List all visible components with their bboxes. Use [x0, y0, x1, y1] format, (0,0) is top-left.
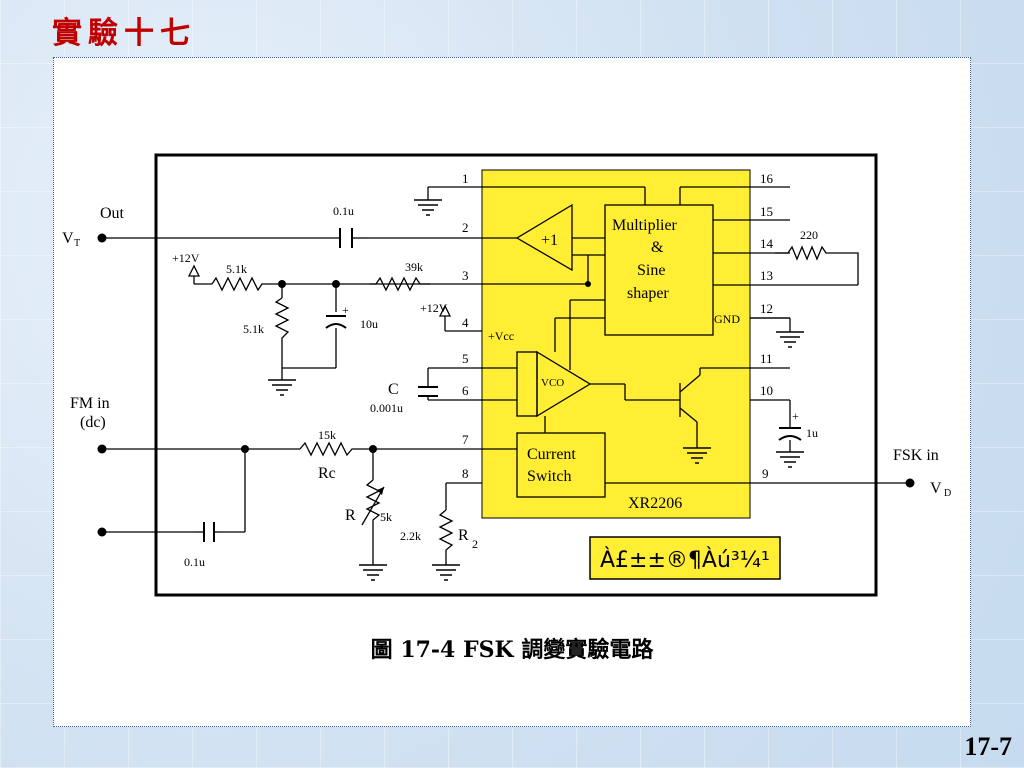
- multiplier-label-2: &: [651, 239, 664, 256]
- r-39k-label: 39k: [405, 260, 423, 274]
- pin-3: 3: [462, 268, 469, 283]
- ground-pin12: [776, 331, 804, 348]
- c-10u-label: 10u: [360, 317, 378, 331]
- c-timing-label: C: [388, 381, 399, 398]
- fm-dc-label: (dc): [80, 414, 106, 431]
- vco-label: VCO: [541, 377, 564, 389]
- r-51k-b-label: 5.1k: [243, 322, 264, 336]
- slide-title: 實驗十七: [52, 16, 196, 51]
- multiplier-label-3: Sine: [637, 262, 665, 279]
- r-15k-label: 15k: [318, 428, 336, 442]
- buffer-label: +1: [541, 232, 558, 249]
- pin-13: 13: [760, 268, 773, 283]
- pin-2: 2: [462, 220, 469, 235]
- pin-6: 6: [462, 383, 469, 398]
- figure-caption: 圖 17-4 FSK 調變實驗電路: [370, 637, 654, 663]
- ground-pot: [359, 564, 387, 581]
- vcc-label: +Vcc: [488, 329, 514, 343]
- current-switch-label-1: Current: [527, 446, 576, 463]
- ground-divider: [268, 379, 296, 396]
- c-out-label: 0.1u: [333, 204, 354, 218]
- multiplier-label-4: shaper: [627, 285, 669, 302]
- r2-label: R: [458, 527, 469, 544]
- fsk-in-label: FSK in: [893, 447, 939, 464]
- page-number: 17-7: [964, 732, 1012, 761]
- pin-10: 10: [760, 383, 773, 398]
- gnd-label: GND: [714, 312, 740, 326]
- ground-pin10: [776, 451, 804, 468]
- garbled-label: À£±±®¶Àú³¼¹: [600, 547, 770, 573]
- pin-12: 12: [760, 301, 773, 316]
- r2-subscript: 2: [472, 537, 478, 551]
- pin-11: 11: [760, 351, 773, 366]
- pin-7: 7: [462, 432, 469, 447]
- pin-15: 15: [760, 204, 773, 219]
- c-1u-label: 1u: [806, 426, 818, 440]
- vt-subscript: T: [74, 238, 80, 249]
- plus-sign-10u: +: [342, 303, 349, 317]
- vd-label: V: [930, 480, 942, 497]
- r-5k-label: 5k: [380, 510, 392, 524]
- r-pot-label: R: [345, 507, 356, 524]
- pin-16: 16: [760, 171, 774, 186]
- r-220-label: 220: [800, 228, 818, 242]
- pin-4: 4: [462, 315, 469, 330]
- chip-name: XR2206: [628, 495, 682, 512]
- plus12-b-label: +12V: [420, 301, 448, 315]
- ground-transistor: [683, 447, 711, 464]
- vd-subscript: D: [944, 488, 951, 499]
- vt-label: V: [62, 230, 74, 247]
- out-label: Out: [100, 205, 125, 222]
- c-timing-value: 0.001u: [370, 401, 403, 415]
- plus12-a-label: +12V: [172, 251, 200, 265]
- c-in-label: 0.1u: [184, 555, 205, 569]
- plus-sign-1u: +: [792, 409, 799, 423]
- rc-label: Rc: [318, 465, 336, 482]
- chip-body: [481, 169, 751, 519]
- fm-in-label: FM in: [70, 395, 110, 412]
- ground-r2: [432, 564, 460, 581]
- pin-5: 5: [462, 351, 469, 366]
- r-22k-label: 2.2k: [400, 529, 421, 543]
- current-switch-label-2: Switch: [527, 468, 571, 485]
- garbled-label-box: [589, 536, 781, 580]
- pin-8: 8: [462, 466, 469, 481]
- r-51k-a-label: 5.1k: [226, 262, 247, 276]
- ground-pin1: [414, 199, 442, 216]
- pin-1: 1: [462, 171, 469, 186]
- pin-9: 9: [762, 466, 769, 481]
- pin-14: 14: [760, 236, 774, 251]
- multiplier-label-1: Multiplier: [612, 217, 678, 234]
